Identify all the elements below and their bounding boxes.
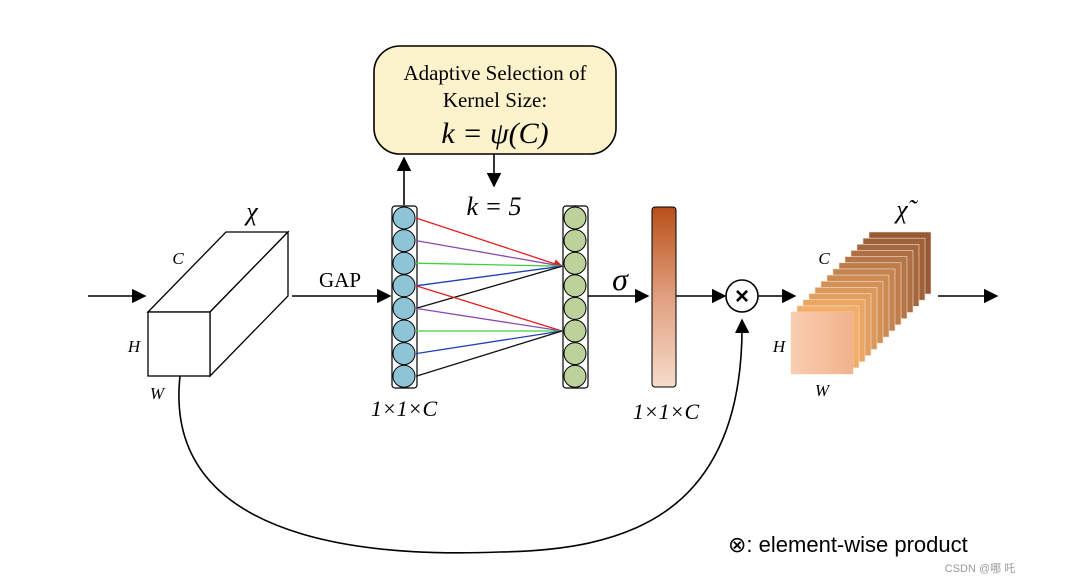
input-tensor-symbol: χ (243, 197, 258, 226)
gap-vector (391, 205, 418, 389)
gap-channel-node (392, 206, 416, 230)
conv-vector-circles (563, 206, 587, 388)
conv-channel-node (563, 229, 587, 253)
conv-channel-node (563, 296, 587, 320)
conv-vector (562, 205, 589, 389)
gap-channel-node (392, 296, 416, 320)
output-dim-h: H (772, 337, 787, 356)
gap-vector-dim-label: 1×1×C (371, 396, 438, 421)
conv-channel-node (563, 342, 587, 366)
conv-connection-line (415, 307, 563, 332)
conv-connections (415, 217, 563, 377)
output-tensor-symbol: χ̃ (893, 195, 918, 224)
output-dim-c: C (818, 249, 830, 268)
kernel-selection-box (373, 45, 617, 155)
input-dim-h: H (127, 337, 142, 356)
output-dim-w: W (815, 381, 831, 400)
conv-channel-node (563, 251, 587, 275)
gap-channel-node (392, 319, 416, 343)
gap-channel-node (392, 342, 416, 366)
gap-channel-node (392, 364, 416, 388)
conv-connection-line (415, 217, 563, 268)
gap-channel-node (392, 229, 416, 253)
selection-box-line2: Kernel Size: (443, 88, 547, 112)
conv-connection-line (415, 330, 563, 355)
conv-channel-node (563, 319, 587, 343)
kernel-size-label: k = 5 (466, 192, 521, 221)
selection-box-line1: Adaptive Selection of (403, 61, 586, 85)
conv-connection-line (415, 285, 563, 332)
conv-channel-node (563, 206, 587, 230)
selection-box-formula: k = ψ(C) (441, 117, 548, 150)
input-tensor (146, 230, 290, 378)
weight-vector-dim-label: 1×1×C (633, 399, 700, 424)
skip-connection (178, 318, 750, 554)
legend-text: ⊗: element-wise product (728, 532, 968, 557)
input-dim-w: W (150, 384, 166, 403)
conv-connection-line (415, 239, 563, 267)
gap-channel-node (392, 251, 416, 275)
input-dim-c: C (172, 249, 184, 268)
conv-connection-line (415, 265, 563, 287)
conv-connection-line (415, 265, 563, 310)
conv-connection-line (415, 262, 563, 267)
watermark: CSDN @哪 吒 (945, 562, 1015, 575)
output-tensor (790, 231, 932, 375)
conv-connection-line (415, 330, 563, 377)
product-symbol: × (735, 283, 749, 310)
conv-channel-node (563, 274, 587, 298)
conv-channel-node (563, 364, 587, 388)
gap-vector-circles (392, 206, 416, 388)
gap-label: GAP (319, 268, 361, 292)
channel-weight-bar (651, 206, 677, 388)
output-front-face (791, 312, 853, 374)
sigma-label: σ (612, 261, 629, 297)
gap-channel-node (392, 274, 416, 298)
